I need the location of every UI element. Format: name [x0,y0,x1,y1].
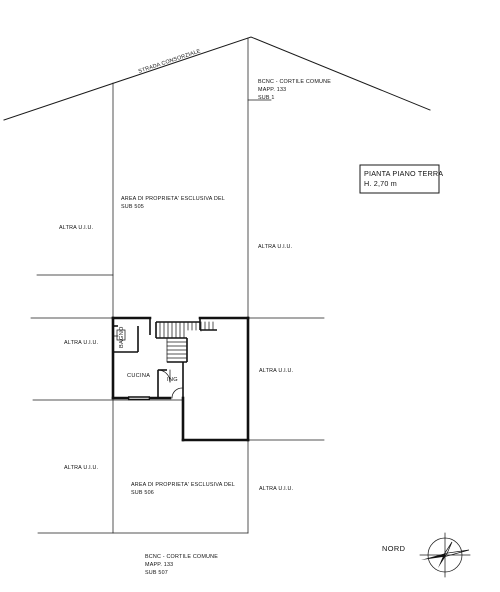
fixtures [112,329,183,399]
other-unit-right-middle: ALTRA U.I.U. [259,368,293,374]
north-arrow-icon [419,532,471,578]
area-lower-line1: AREA DI PROPRIETA' ESCLUSIVA DEL [131,482,235,488]
room-bagno: BAGNO [119,326,125,348]
other-unit-left-lower: ALTRA U.I.U. [64,465,98,471]
courtyard-top-line3: SUB 1 [258,95,275,101]
courtyard-bottom-line1: BCNC - CORTILE COMUNE [145,554,218,560]
other-unit-right-lower: ALTRA U.I.U. [259,486,293,492]
title-line2: H. 2,70 m [364,179,397,188]
title-line1: PIANTA PIANO TERRA [364,169,443,178]
site-boundary [3,36,431,534]
other-unit-right-upper: ALTRA U.I.U. [258,244,292,250]
road-label: STRADA CONSORZIALE [138,48,202,75]
area-lower-line2: SUB 506 [131,490,154,496]
staircase [159,321,214,363]
title-box: PIANTA PIANO TERRA H. 2,70 m [359,164,443,194]
other-unit-left-middle: ALTRA U.I.U. [64,340,98,346]
north-label: NORD [382,544,405,553]
area-upper-line2: SUB 505 [121,204,144,210]
other-unit-left-upper: ALTRA U.I.U. [59,225,93,231]
building-walls [111,316,250,442]
courtyard-bottom-line3: SUB 507 [145,570,168,576]
room-cucina: CUCINA [127,373,150,379]
area-upper-line1: AREA DI PROPRIETA' ESCLUSIVA DEL [121,196,225,202]
courtyard-top-line1: BCNC - CORTILE COMUNE [258,79,331,85]
room-ingresso: ING [167,377,178,383]
courtyard-bottom-line2: MAPP. 133 [145,562,173,568]
courtyard-top-line2: MAPP. 133 [258,87,286,93]
